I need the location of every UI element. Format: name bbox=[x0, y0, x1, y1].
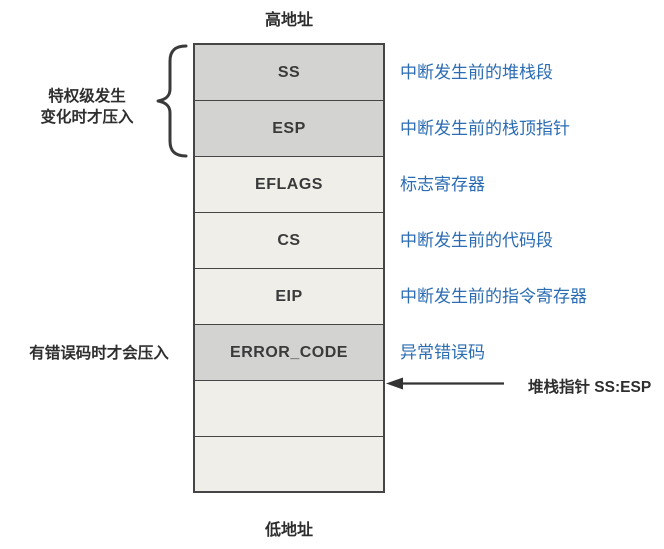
stack-cell-cs: CS bbox=[195, 213, 383, 269]
stack-cell-ss: SS bbox=[195, 45, 383, 101]
annotation-cs: 中断发生前的代码段 bbox=[400, 231, 553, 250]
stack-cell-esp: ESP bbox=[195, 101, 383, 157]
left-brace-icon bbox=[156, 44, 188, 158]
stack-cell-error-code: ERROR_CODE bbox=[195, 325, 383, 381]
error-code-note: 有错误码时才会压入 bbox=[29, 345, 169, 362]
stack-pointer-arrow-icon bbox=[386, 377, 504, 390]
stack-cell-label: ERROR_CODE bbox=[230, 343, 348, 361]
privilege-change-note: 特权级发生 变化时才压入 bbox=[28, 86, 146, 128]
stack-cell-label: EFLAGS bbox=[255, 175, 323, 193]
privilege-change-note-line2: 变化时才压入 bbox=[40, 109, 134, 126]
stack-cell-label: CS bbox=[277, 231, 301, 249]
stack-cell-empty-1 bbox=[195, 381, 383, 437]
stack-cell-eflags: EFLAGS bbox=[195, 157, 383, 213]
stack-cell-eip: EIP bbox=[195, 269, 383, 325]
stack-pointer-label: 堆栈指针 SS:ESP bbox=[528, 379, 652, 396]
high-address-label: 高地址 bbox=[264, 12, 313, 29]
annotation-eflags: 标志寄存器 bbox=[400, 175, 485, 194]
stack-cell-label: EIP bbox=[275, 287, 303, 305]
annotation-esp: 中断发生前的栈顶指针 bbox=[400, 119, 570, 138]
annotation-eip: 中断发生前的指令寄存器 bbox=[400, 287, 587, 306]
stack-box: SS ESP EFLAGS CS EIP ERROR_CODE bbox=[193, 43, 385, 493]
privilege-change-note-line1: 特权级发生 bbox=[48, 88, 126, 105]
stack-cell-empty-2 bbox=[195, 437, 383, 491]
stack-cell-label: SS bbox=[277, 63, 301, 81]
low-address-label: 低地址 bbox=[264, 522, 313, 539]
stack-cell-label: ESP bbox=[272, 119, 306, 137]
annotation-error-code: 异常错误码 bbox=[400, 343, 485, 362]
annotation-ss: 中断发生前的堆栈段 bbox=[400, 63, 553, 82]
